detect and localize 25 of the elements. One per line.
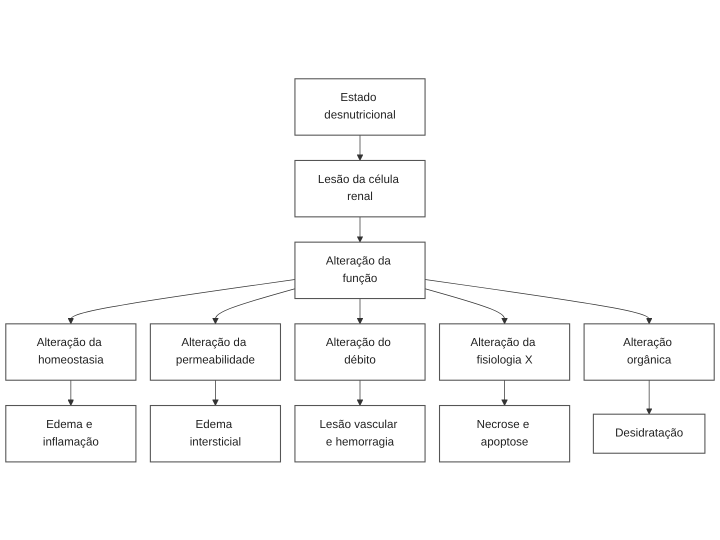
node-box: Edema intersticial [150,404,282,462]
arrow [424,278,652,324]
node-box: Alteração da permeabilidade [150,322,282,380]
node-box: Estado desnutricional [294,78,426,136]
arrow [356,380,364,406]
node-box: Alteração da homeostasia [5,322,136,380]
arrow [646,380,652,414]
node-box: Lesão vascular e hemorragia [294,404,426,462]
node-box: Desidratação [592,413,706,454]
arrow [356,216,364,242]
arrow [356,298,364,324]
arrow [356,134,364,160]
arrow [68,278,296,324]
arrow [212,288,296,324]
node-box: Edema e inflamação [5,404,136,462]
node-box: Lesão da célula renal [294,160,426,218]
node-box: Necrose e apoptose [438,404,570,462]
arrow [501,380,508,406]
node-box: Alteração do débito [294,322,426,380]
arrow [424,288,508,324]
node-box: Alteração da função [294,241,426,299]
node-box: Alteração da fisiologia X [438,322,570,380]
arrow [212,380,219,406]
node-box: Alteração orgânica [584,322,715,380]
arrow [68,380,74,406]
